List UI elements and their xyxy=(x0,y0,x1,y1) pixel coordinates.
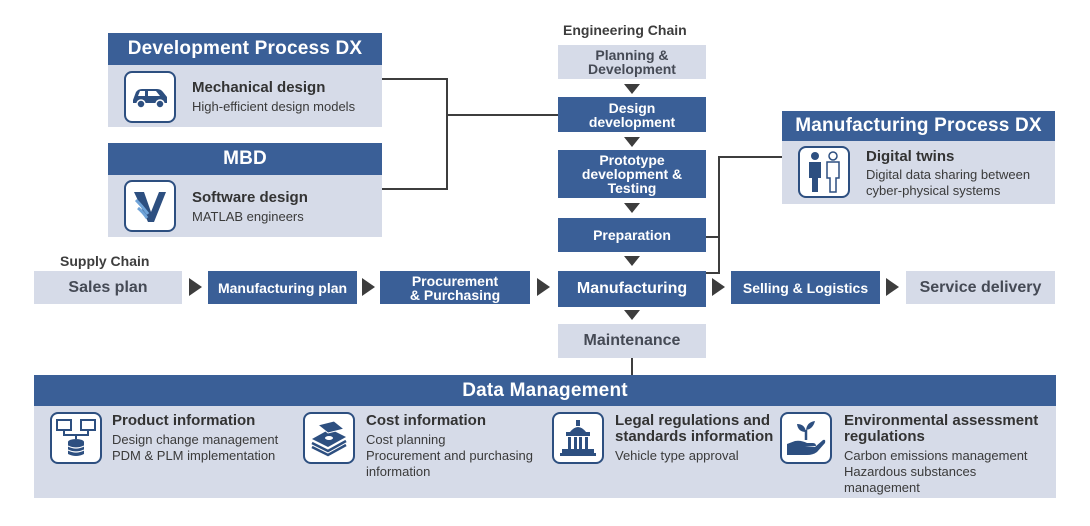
software-design-title: Software design xyxy=(192,189,308,206)
connector-line xyxy=(382,78,448,80)
manufacturing-dx-header: Manufacturing Process DX xyxy=(782,111,1055,141)
step-preparation: Preparation xyxy=(558,218,706,252)
arrow-down xyxy=(624,256,640,266)
connector-line xyxy=(706,272,720,274)
step-planning-development: Planning & Development xyxy=(558,45,706,79)
connector-line xyxy=(382,188,448,190)
connector-line xyxy=(446,114,558,116)
legal-info-line-1: Vehicle type approval xyxy=(615,448,739,463)
environmental-title-line-2: regulations xyxy=(844,428,925,445)
development-dx-panel: Mechanical design High-efficient design … xyxy=(108,65,382,127)
digital-twins-icon xyxy=(798,146,850,198)
arrow-right xyxy=(712,278,725,296)
arrow-down xyxy=(624,84,640,94)
digital-twins-sub-line-1: Digital data sharing between xyxy=(866,167,1031,182)
cost-info-title: Cost information xyxy=(366,412,486,429)
car-icon xyxy=(124,71,176,123)
data-management-header: Data Management xyxy=(34,375,1056,406)
product-info-title: Product information xyxy=(112,412,256,429)
arrow-right xyxy=(886,278,899,296)
software-design-sub: MATLAB engineers xyxy=(192,209,304,224)
government-building-icon xyxy=(552,412,604,464)
arrow-right xyxy=(189,278,202,296)
arrow-down xyxy=(624,203,640,213)
cost-info-line-2: Procurement and purchasing xyxy=(366,448,533,463)
connector-line xyxy=(718,156,720,274)
step-selling-logistics: Selling & Logistics xyxy=(731,271,880,304)
arrow-right xyxy=(537,278,550,296)
step-manufacturing-plan: Manufacturing plan xyxy=(208,271,357,304)
connector-line xyxy=(718,156,782,158)
digital-twins-sub-line-2: cyber-physical systems xyxy=(866,183,1001,198)
cost-info-line-3: information xyxy=(366,464,431,479)
mechanical-design-title: Mechanical design xyxy=(192,79,326,96)
environmental-line-1: Carbon emissions management xyxy=(844,448,1028,463)
database-network-icon xyxy=(50,412,102,464)
supply-chain-label: Supply Chain xyxy=(60,253,150,269)
mbd-panel: Software design MATLAB engineers xyxy=(108,175,382,237)
environmental-line-2: Hazardous substances xyxy=(844,464,977,479)
hand-plant-icon xyxy=(780,412,832,464)
connector-line xyxy=(446,78,448,190)
step-prototype-testing: Prototype development & Testing xyxy=(558,150,706,198)
development-dx-header: Development Process DX xyxy=(108,33,382,65)
matlab-v-icon xyxy=(124,180,176,232)
connector-line xyxy=(631,358,633,375)
step-manufacturing: Manufacturing xyxy=(558,271,706,307)
mechanical-design-sub: High-efficient design models xyxy=(192,99,356,114)
product-info-line-1: Design change management xyxy=(112,432,279,447)
arrow-down xyxy=(624,310,640,320)
environmental-title-line-1: Environmental assessment xyxy=(844,412,1039,429)
mbd-header: MBD xyxy=(108,143,382,175)
connector-line xyxy=(706,236,720,238)
environmental-line-3: management xyxy=(844,480,920,495)
legal-info-title-line-1: Legal regulations and xyxy=(615,412,771,429)
legal-info-title-line-2: standards information xyxy=(615,428,774,445)
step-procurement-purchasing: Procurement & Purchasing xyxy=(380,271,530,304)
data-management-panel: Product information Design change manage… xyxy=(34,406,1056,498)
money-stack-icon xyxy=(303,412,355,464)
engineering-chain-label: Engineering Chain xyxy=(563,22,687,38)
manufacturing-dx-panel: Digital twins Digital data sharing betwe… xyxy=(782,141,1055,204)
step-service-delivery: Service delivery xyxy=(906,271,1055,304)
product-info-line-2: PDM & PLM implementation xyxy=(112,448,276,463)
arrow-right xyxy=(362,278,375,296)
step-sales-plan: Sales plan xyxy=(34,271,182,304)
arrow-down xyxy=(624,137,640,147)
step-maintenance: Maintenance xyxy=(558,324,706,358)
digital-twins-title: Digital twins xyxy=(866,148,955,165)
step-design-development: Design development xyxy=(558,97,706,132)
cost-info-line-1: Cost planning xyxy=(366,432,446,447)
